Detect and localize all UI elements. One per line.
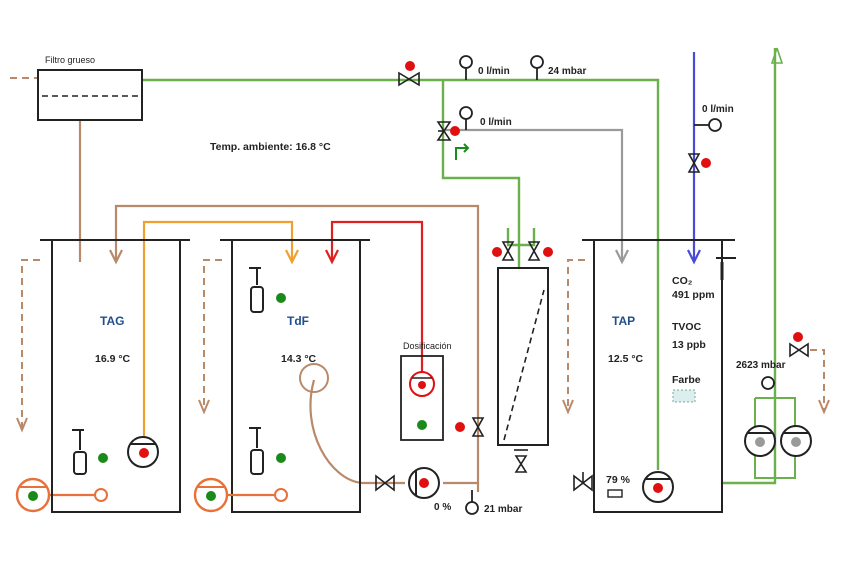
valve-icon[interactable] <box>501 241 541 261</box>
tank-temp-tap: 12.5 °C <box>608 353 644 365</box>
pump-icon[interactable] <box>409 371 435 397</box>
farbe-label: Farbe <box>672 374 701 386</box>
pump-icon[interactable] <box>15 477 108 513</box>
grey-pipe <box>445 128 629 265</box>
red-pipe <box>325 220 424 384</box>
tank-tag <box>40 239 190 513</box>
tank-temp-tag: 16.9 °C <box>95 353 131 365</box>
dosing-label: Dosificación <box>403 341 452 351</box>
reactor-column <box>497 267 549 446</box>
tank-name-tap: TAP <box>612 314 635 328</box>
pump-percent-readout: 0 % <box>434 502 451 513</box>
valve-icon[interactable] <box>514 449 528 473</box>
dosing-unit <box>400 355 444 441</box>
color-swatch <box>672 389 696 403</box>
level-indicator <box>607 489 623 498</box>
orange-pipe <box>142 220 299 438</box>
pump-icon[interactable] <box>780 425 812 457</box>
heating-coil <box>299 363 329 393</box>
tank-temp-tdf: 14.3 °C <box>281 353 317 365</box>
tank-level-tap: 79 % <box>606 474 631 486</box>
pressure-main-readout: 24 mbar <box>548 66 586 77</box>
pump-icon[interactable] <box>127 436 159 468</box>
ambient-temperature: Temp. ambiente: 16.8 °C <box>210 141 331 153</box>
flow-direction-icon <box>455 143 470 160</box>
flow-main-readout: 0 l/min <box>478 66 510 77</box>
status-indicator-red <box>405 61 803 432</box>
pressure-right-readout: 2623 mbar <box>736 360 786 371</box>
coarse-filter <box>37 69 143 121</box>
tvoc-value: 13 ppb <box>672 339 706 351</box>
brown-dashed-pipe <box>10 77 830 433</box>
valve-icon[interactable] <box>789 342 809 358</box>
valve-icon[interactable] <box>398 71 420 87</box>
valve-icon[interactable] <box>375 474 395 492</box>
pump-icon[interactable] <box>193 477 288 513</box>
valve-icon[interactable] <box>436 121 452 141</box>
level-switch-icon <box>249 267 264 313</box>
filter-label: Filtro grueso <box>45 55 95 65</box>
pressure-bottom-readout: 21 mbar <box>484 504 522 515</box>
tvoc-label: TVOC <box>672 321 702 333</box>
flow-blue-readout: 0 l/min <box>702 104 734 115</box>
status-indicator-green <box>98 293 427 463</box>
pump-icon[interactable] <box>642 471 674 503</box>
blue-pipe <box>687 52 701 265</box>
pump-icon[interactable] <box>744 425 776 457</box>
tank-tdf <box>220 239 370 513</box>
gauge-icon <box>459 55 775 515</box>
flow-grey-readout: 0 l/min <box>480 117 512 128</box>
tank-name-tag: TAG <box>100 314 124 328</box>
level-switch-icon <box>249 427 264 475</box>
pump-icon[interactable] <box>408 467 440 499</box>
valve-icon[interactable] <box>471 417 485 437</box>
co2-label: CO₂ <box>672 275 693 287</box>
tank-name-tdf: TdF <box>287 314 309 328</box>
co2-value: 491 ppm <box>672 289 715 301</box>
valve-icon[interactable] <box>687 153 701 173</box>
tank-tap <box>582 239 736 513</box>
brown-pipe <box>47 120 480 497</box>
level-switch-icon <box>72 429 87 475</box>
valve-icon[interactable] <box>573 472 593 492</box>
